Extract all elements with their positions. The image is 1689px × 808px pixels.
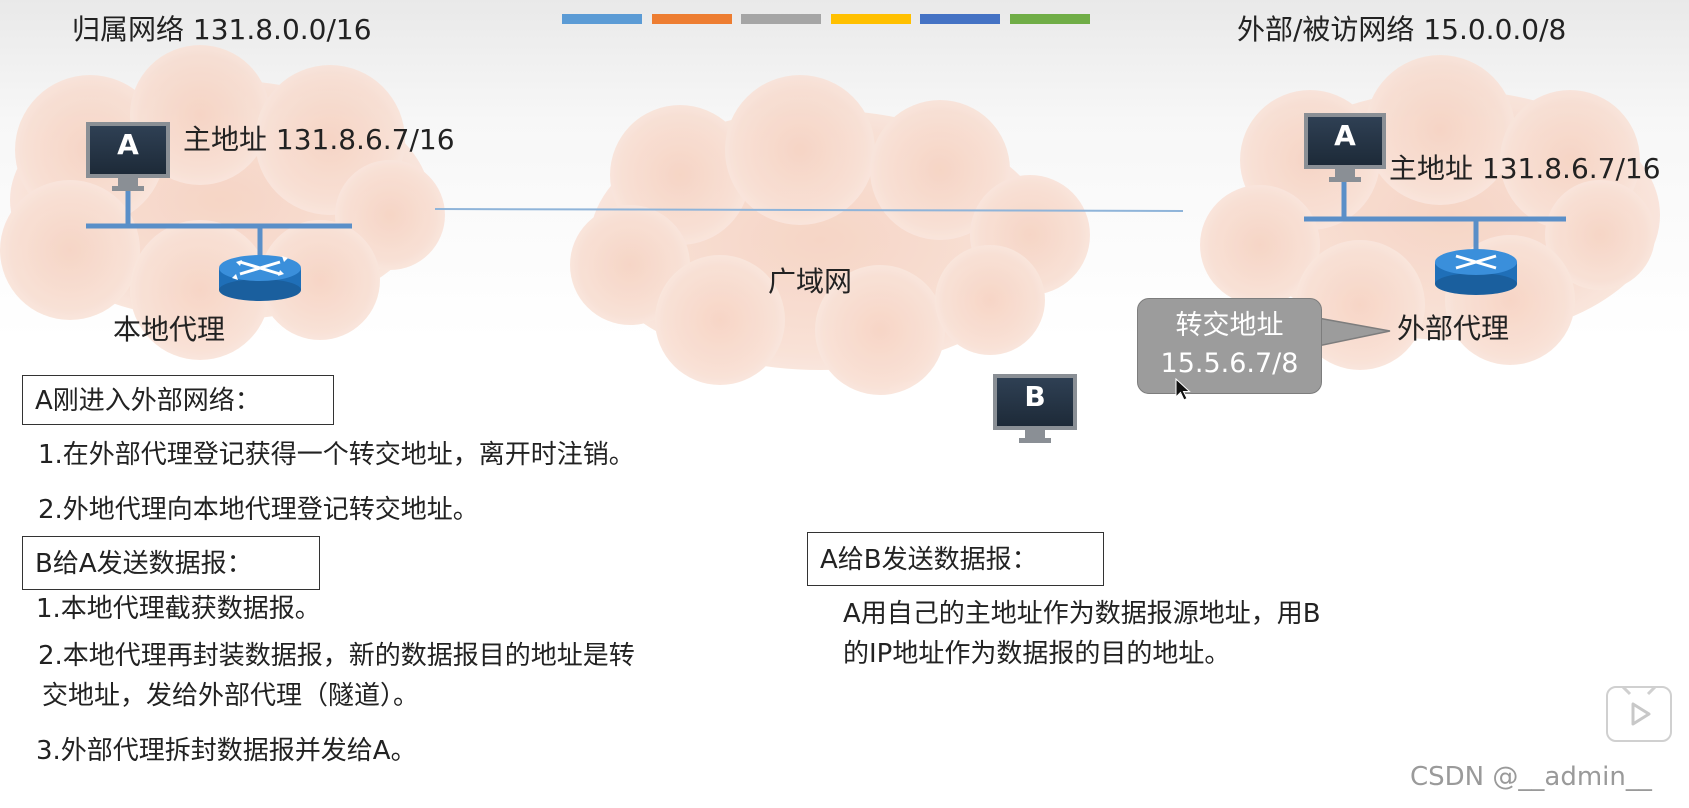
- section-a-to-b-line-1: A用自己的主地址作为数据报源地址，用B: [843, 599, 1321, 629]
- color-bar-segment: [741, 14, 821, 24]
- section-a-to-b-line-2: 的IP地址作为数据报的目的地址。: [843, 639, 1231, 669]
- section-enter-title: A刚进入外部网络：: [22, 375, 334, 425]
- home-network-label: 归属网络 131.8.0.0/16: [72, 13, 372, 46]
- section-b-to-a-item-3: 3.外部代理拆封数据报并发给A。: [36, 736, 417, 766]
- home-agent-router-icon: [219, 255, 301, 301]
- section-b-to-a-item-1: 1.本地代理截获数据报。: [36, 594, 321, 624]
- wan-cloud: [570, 75, 1090, 395]
- host-a-home-letter: A: [117, 128, 139, 161]
- host-a-foreign-monitor-icon: [1304, 113, 1386, 182]
- section-enter-item-2: 2.外地代理向本地代理登记转交地址。: [38, 495, 479, 525]
- care-of-address: 15.5.6.7/8: [1160, 348, 1299, 379]
- color-bar-segment: [920, 14, 1000, 24]
- host-a-foreign-letter: A: [1334, 119, 1356, 152]
- section-b-to-a-title: B给A发送数据报：: [22, 536, 320, 590]
- play-button[interactable]: [1606, 684, 1672, 742]
- home-agent-label: 本地代理: [113, 313, 226, 346]
- host-b-monitor-icon: [993, 374, 1077, 443]
- host-a-foreign-address: 主地址 131.8.6.7/16: [1389, 152, 1661, 185]
- wan-link-line: [434, 208, 1184, 212]
- host-a-home-address: 主地址 131.8.6.7/16: [183, 123, 455, 156]
- color-bar: [562, 14, 1090, 24]
- color-bar-segment: [651, 14, 732, 24]
- section-b-to-a-item-2: 2.本地代理再封装数据报，新的数据报目的地址是转: [38, 641, 635, 671]
- section-a-to-b-title: A给B发送数据报：: [807, 532, 1104, 586]
- play-icon: [1620, 684, 1658, 726]
- foreign-network-label: 外部/被访网络 15.0.0.0/8: [1237, 13, 1567, 46]
- foreign-agent-label: 外部代理: [1397, 312, 1510, 345]
- color-bar-segment: [562, 14, 642, 24]
- care-of-address-callout: 转交地址 15.5.6.7/8: [1137, 298, 1322, 394]
- color-bar-segment: [830, 14, 911, 24]
- section-enter-item-1: 1.在外部代理登记获得一个转交地址，离开时注销。: [38, 440, 635, 470]
- csdn-watermark: CSDN @__admin__: [1410, 762, 1652, 792]
- color-bar-segment: [1009, 14, 1090, 24]
- section-b-to-a-item-2-cont: 交地址，发给外部代理（隧道）。: [42, 681, 420, 711]
- host-b-letter: B: [1024, 380, 1046, 413]
- wan-label: 广域网: [768, 265, 853, 298]
- foreign-agent-router-icon: [1435, 249, 1517, 295]
- host-a-home-monitor-icon: [86, 122, 170, 191]
- mouse-cursor-icon: [1175, 378, 1191, 401]
- care-of-title: 转交地址: [1175, 310, 1284, 341]
